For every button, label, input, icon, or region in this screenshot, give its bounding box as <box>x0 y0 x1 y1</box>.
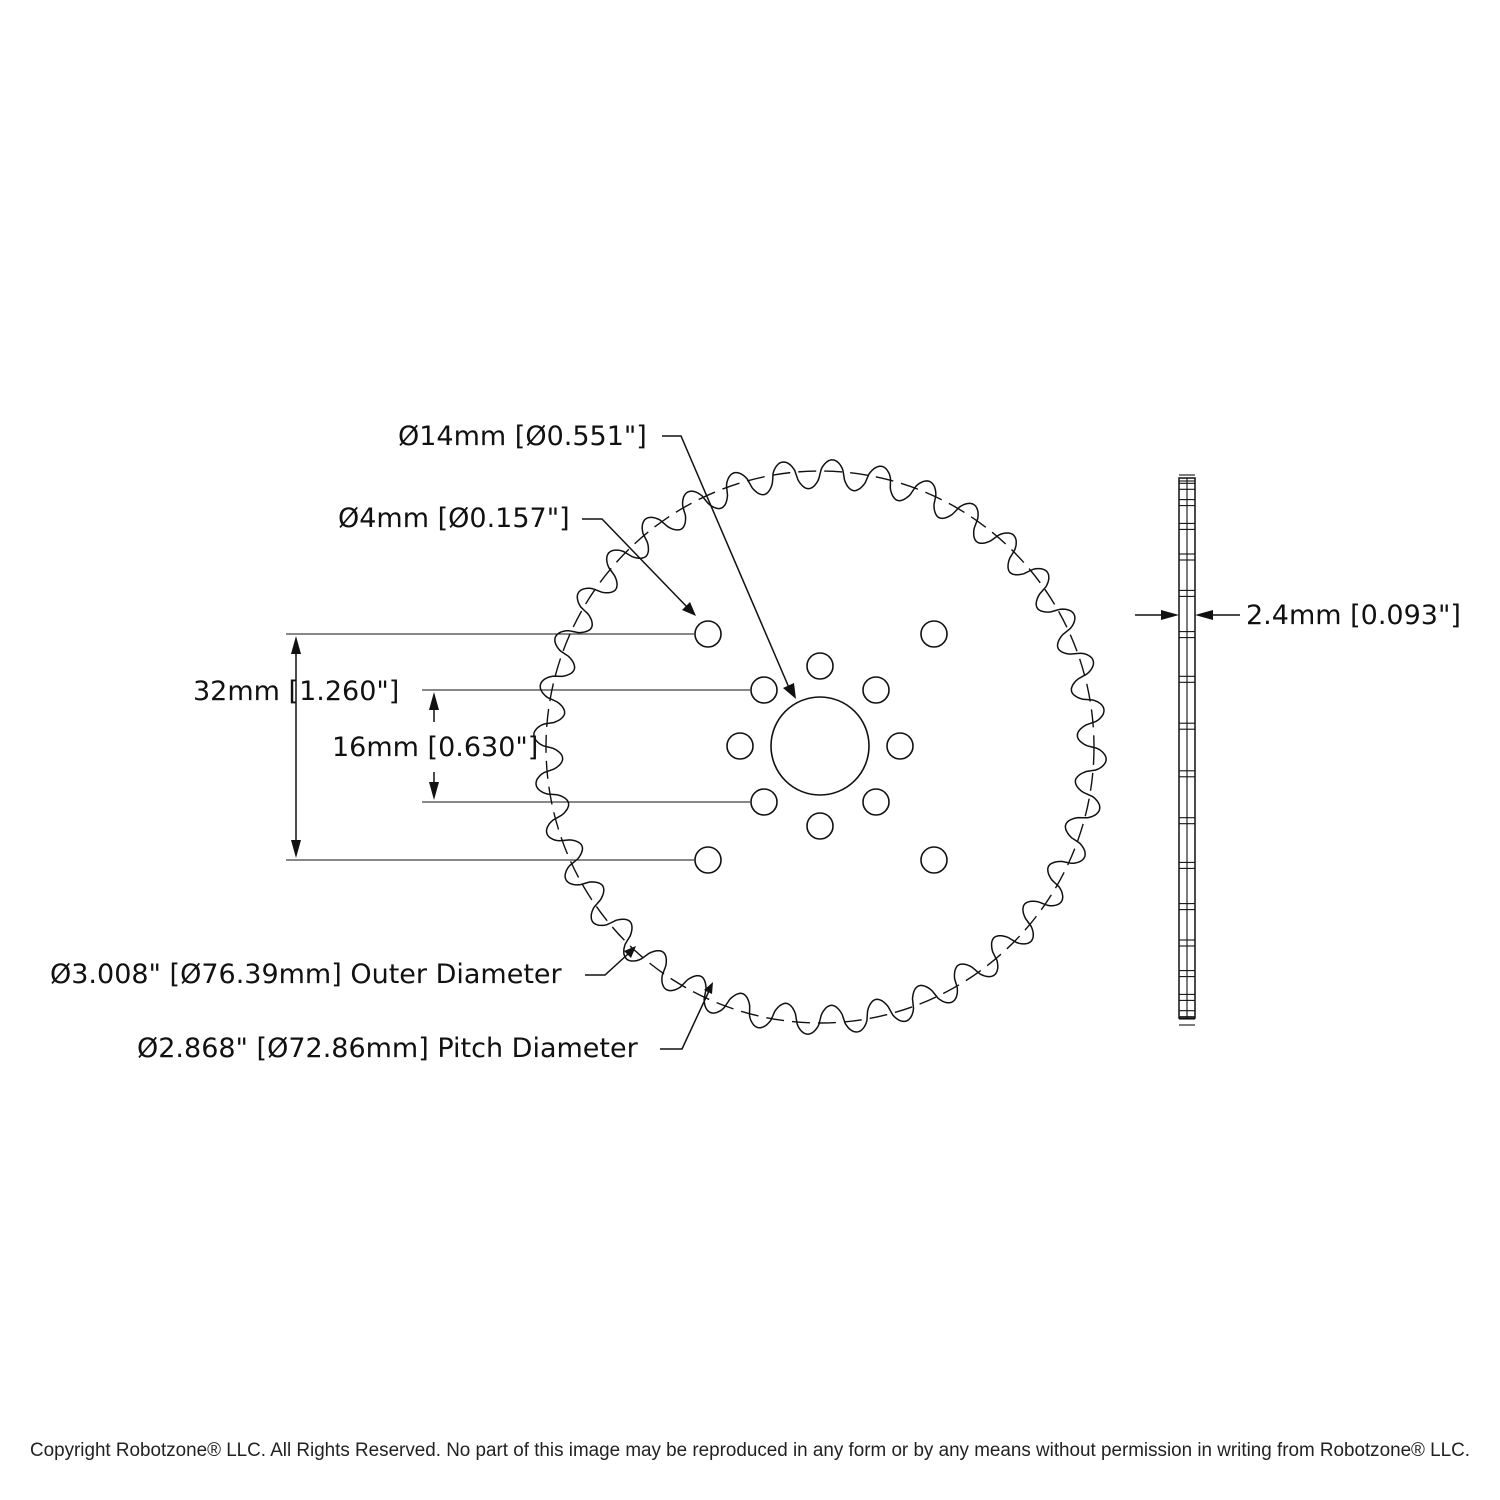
gear-front-view <box>533 459 1107 1035</box>
side-tooth-lines <box>1179 474 1195 1026</box>
center-bore <box>770 696 870 796</box>
thickness-label: 2.4mm [0.093"] <box>1246 600 1461 631</box>
mounting-hole <box>920 846 948 874</box>
mounting-hole <box>750 788 778 816</box>
mounting-hole <box>886 732 914 760</box>
mounting-hole <box>750 676 778 704</box>
thickness-dimension: 2.4mm [0.093"] <box>1135 600 1461 631</box>
bore-dimension: Ø14mm [Ø0.551"] <box>398 421 796 699</box>
outer-spacing-dimension: 32mm [1.260"] <box>193 633 694 861</box>
outer-spacing-label: 32mm [1.260"] <box>193 676 399 707</box>
mounting-hole <box>726 732 754 760</box>
inner-spacing-dimension: 16mm [0.630"] <box>332 689 750 803</box>
gear-side-view <box>1178 474 1196 1026</box>
outer-diameter-dimension: Ø3.008" [Ø76.39mm] Outer Diameter <box>50 946 636 990</box>
mounting-hole <box>694 846 722 874</box>
copyright-notice: Copyright Robotzone® LLC. All Rights Res… <box>30 1440 1470 1461</box>
mounting-hole <box>694 620 722 648</box>
mounting-hole <box>806 652 834 680</box>
mounting-hole <box>862 676 890 704</box>
mounting-hole <box>806 812 834 840</box>
mounting-hole <box>862 788 890 816</box>
inner-spacing-label: 16mm [0.630"] <box>332 732 538 763</box>
pitch-diameter-dimension: Ø2.868" [Ø72.86mm] Pitch Diameter <box>137 982 713 1064</box>
pitch-diameter-label: Ø2.868" [Ø72.86mm] Pitch Diameter <box>137 1033 639 1064</box>
gear-tooth-profile <box>533 459 1107 1035</box>
bore-label: Ø14mm [Ø0.551"] <box>398 421 647 452</box>
mounting-hole <box>920 620 948 648</box>
small-hole-label: Ø4mm [Ø0.157"] <box>338 503 570 534</box>
mounting-hole-pattern <box>694 620 948 874</box>
outer-diameter-label: Ø3.008" [Ø76.39mm] Outer Diameter <box>50 959 563 990</box>
small-hole-dimension: Ø4mm [Ø0.157"] <box>338 503 696 616</box>
